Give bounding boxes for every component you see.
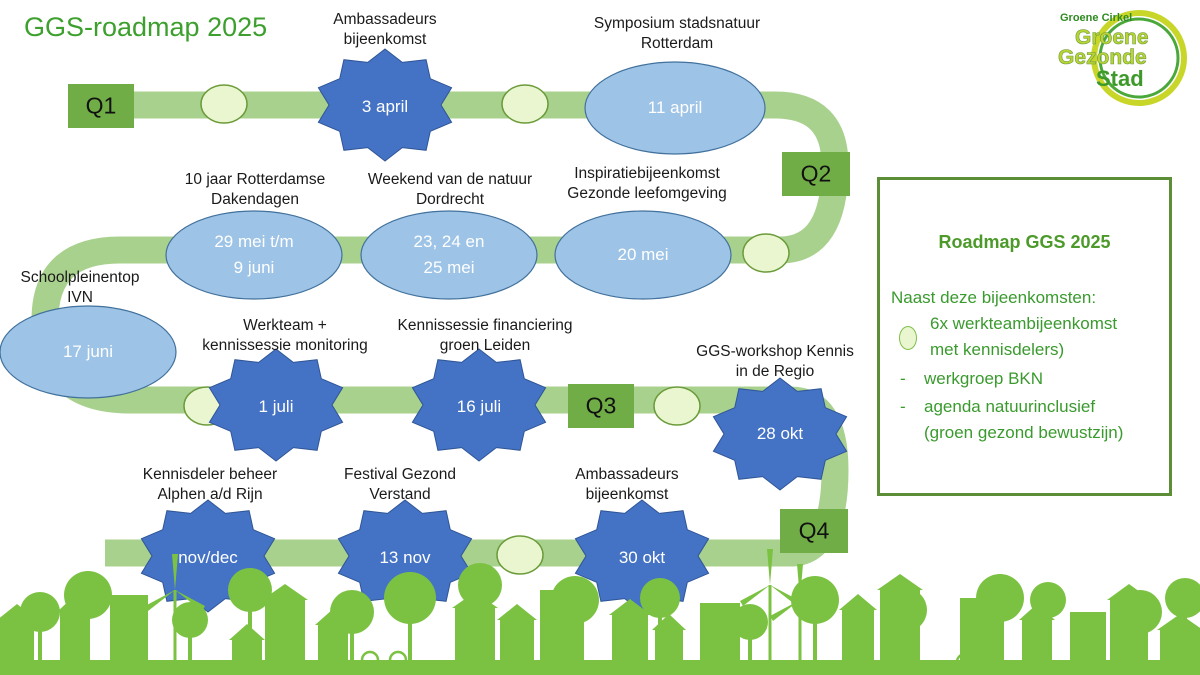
event-label-werkteam: Werkteam +kennissessie monitoring	[202, 317, 368, 354]
marker-oval	[496, 535, 544, 575]
event-ellipse-20-mei	[554, 210, 732, 300]
quarter-box-q2	[782, 152, 850, 196]
legend-item-werkteam-line2: met kennisdelers)	[930, 340, 1065, 359]
legend-item-agenda-line1: agenda natuurinclusief	[924, 397, 1096, 416]
marker-oval	[742, 233, 790, 273]
legend-item-werkteam-line1: 6x werkteambijeenkomst	[930, 314, 1118, 333]
event-star-3-april	[317, 48, 453, 162]
quarter-box-q1	[68, 84, 134, 128]
legend-item-werkgroep: werkgroep BKN	[924, 369, 1044, 388]
event-date-17-juni: 17 juni	[62, 342, 114, 361]
quarter-label-q3: Q3	[585, 392, 617, 419]
marker-oval	[653, 386, 701, 426]
event-ellipse-17-juni	[0, 305, 177, 399]
legend-dash: -	[900, 397, 906, 416]
event-date-11-april: 11 april	[647, 98, 703, 117]
quarter-label-q1: Q1	[85, 92, 117, 119]
page-title: GGS-roadmap 2025	[24, 12, 268, 42]
event-date-28-okt: 28 okt	[756, 424, 804, 443]
event-ellipse-11-april	[584, 61, 766, 155]
event-date-3-april: 3 april	[361, 97, 409, 116]
event-ellipse-29-mei	[165, 210, 343, 300]
legend-marker-oval	[899, 326, 917, 350]
event-date-nov-dec: nov/dec	[178, 548, 238, 567]
quarter-box-q3	[568, 384, 634, 428]
event-star-28-okt	[712, 377, 848, 491]
marker-oval	[200, 84, 248, 124]
logo-word-groene: Groene	[1075, 26, 1149, 50]
legend-title: Roadmap GGS 2025	[938, 232, 1111, 252]
event-date-13-nov: 13 nov	[379, 548, 431, 567]
logo-word-gezonde: Gezonde	[1058, 46, 1147, 70]
green-city-skyline	[0, 549, 1200, 675]
quarter-label-q2: Q2	[800, 160, 832, 187]
quarter-label-q4: Q4	[798, 517, 830, 544]
quarter-box-q4	[780, 509, 848, 553]
logo-word-stad: Stad	[1096, 66, 1144, 91]
logo-small-text: Groene Cirkel	[1060, 12, 1133, 24]
legend-box: Roadmap GGS 2025 Naast deze bijeenkomste…	[877, 177, 1172, 496]
event-date-1-juli: 1 juli	[258, 397, 294, 416]
legend-dash: -	[900, 369, 906, 388]
event-star-1-juli	[208, 348, 344, 462]
event-ellipse-23-25-mei	[360, 210, 538, 300]
marker-oval	[501, 84, 549, 124]
event-star-16-juli	[411, 348, 547, 462]
legend-item-agenda-line2: (groen gezond bewustzijn)	[924, 423, 1124, 442]
event-date-30-okt: 30 okt	[618, 548, 666, 567]
event-date-20-mei: 20 mei	[617, 245, 669, 264]
event-date-16-juli: 16 juli	[456, 397, 502, 416]
legend-intro: Naast deze bijeenkomsten:	[891, 288, 1097, 307]
groene-cirkel-logo	[1091, 10, 1187, 106]
